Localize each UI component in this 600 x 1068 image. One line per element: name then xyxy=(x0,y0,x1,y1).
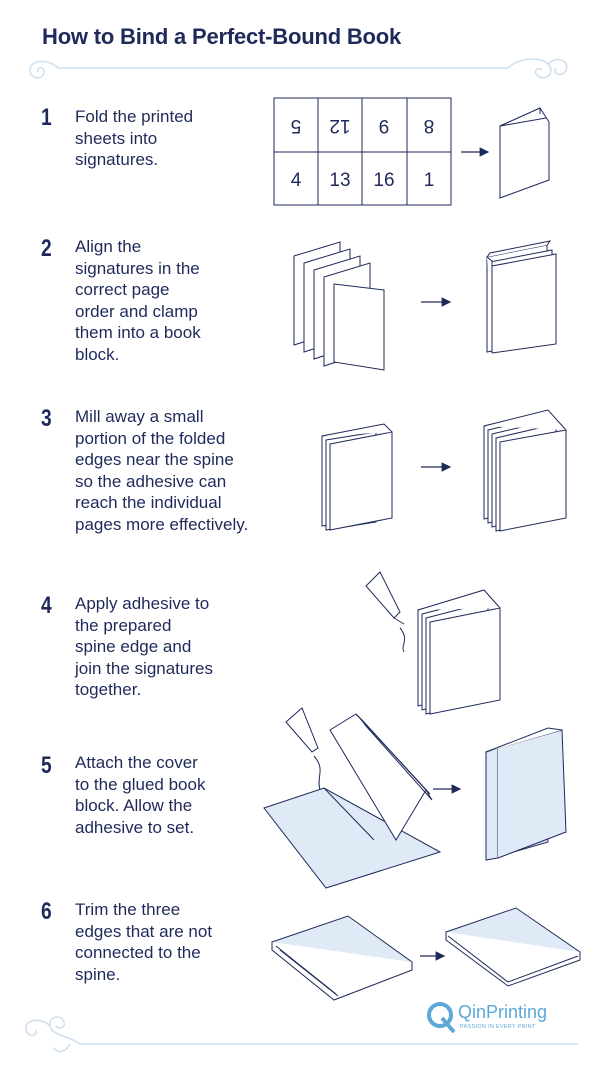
open-cover-with-block xyxy=(263,713,442,889)
footer-divider-ornament xyxy=(25,1016,578,1053)
page-number-top-3: 9 xyxy=(379,115,390,136)
page-number-bottom-4: 1 xyxy=(424,170,435,191)
step-text: Apply adhesive to the prepared spine edg… xyxy=(75,594,213,699)
q-logo-icon xyxy=(427,1002,456,1034)
header-divider-ornament xyxy=(29,58,568,79)
folded-signature-icon xyxy=(499,107,550,199)
signatures-fanned xyxy=(293,241,385,371)
step-text: Fold the printed sheets into signatures. xyxy=(75,107,194,169)
step-number: 6 xyxy=(41,898,52,925)
page-number-bottom-1: 4 xyxy=(291,170,302,191)
page-number-bottom-3: 16 xyxy=(373,170,394,191)
book-block-before-milling xyxy=(321,423,393,531)
logo-name: QinPrinting xyxy=(458,1002,548,1022)
logo-tagline: PASSION IN EVERY PRINT xyxy=(460,1024,536,1030)
step-number: 3 xyxy=(41,405,52,432)
book-block-glued xyxy=(417,589,501,715)
step-number: 2 xyxy=(41,235,52,262)
book-block-icon xyxy=(486,240,557,354)
step-number: 5 xyxy=(41,752,52,779)
step-number: 4 xyxy=(41,592,52,619)
qinprinting-logo: QinPrinting PASSION IN EVERY PRINT xyxy=(426,1000,576,1040)
page-number-bottom-2: 13 xyxy=(329,170,350,191)
signature-sheet-grid xyxy=(273,97,452,206)
step-text: Attach the cover to the glued book block… xyxy=(75,753,206,837)
signature-page-numbers: 5 12 9 8 4 13 16 1 xyxy=(291,115,435,191)
step-text: Trim the three edges that are not connec… xyxy=(75,900,213,984)
glue-tube-step-5 xyxy=(285,707,321,791)
bound-book-icon xyxy=(485,727,567,861)
book-block-after-milling xyxy=(483,409,567,532)
glue-tube-icon xyxy=(365,571,406,653)
page-number-top-1: 5 xyxy=(291,115,302,136)
page-title: How to Bind a Perfect-Bound Book xyxy=(42,24,402,49)
page-number-top-4: 8 xyxy=(424,115,435,136)
trimmed-book-icon xyxy=(444,907,582,987)
step-text: Mill away a small portion of the folded … xyxy=(75,407,249,534)
step-number: 1 xyxy=(41,104,52,131)
untrimmed-book-icon xyxy=(270,915,414,1001)
step-text: Align the signatures in the correct page… xyxy=(75,237,201,364)
page-number-top-2: 12 xyxy=(329,115,350,136)
